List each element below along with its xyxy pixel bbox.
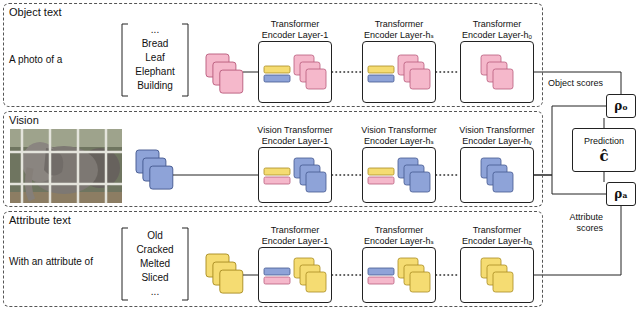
panel-title: Attribute text: [9, 214, 71, 227]
input-line: [173, 175, 258, 176]
token-stack: [481, 258, 513, 292]
prompt-bar: [368, 268, 394, 275]
encoder-layer: Vision Transformer Encoder Layer-hᵥ: [460, 147, 534, 203]
input-line: [243, 275, 258, 276]
prompt-text: A photo of a: [9, 54, 113, 66]
encoder-label: Transformer Encoder Layer-hₐ: [458, 225, 536, 246]
score-symbol: ρₐ: [614, 187, 628, 201]
score-box: ρₒ: [606, 94, 636, 118]
attribute-word: ...: [122, 286, 188, 298]
prompt-bar: [264, 268, 290, 275]
connector: [534, 206, 621, 275]
elephant-photo: [10, 129, 122, 203]
class-word: Bread: [122, 38, 188, 50]
attribute-word: Sliced: [122, 272, 188, 284]
input-line: [243, 72, 258, 73]
connector: [332, 71, 362, 73]
token-stack: [206, 54, 243, 93]
encoder-layer: Transformer Encoder Layer-hₒ: [460, 41, 534, 103]
prompt-bar: [264, 66, 290, 73]
connector: [534, 175, 606, 194]
class-word: Building: [122, 80, 188, 92]
list-bracket: [182, 228, 188, 300]
prompt-bar: [368, 177, 394, 184]
connector: [332, 174, 362, 176]
encoder-layer: Transformer Encoder Layer-1: [258, 41, 332, 103]
prediction-label: Prediction: [584, 136, 624, 147]
token-stack: [481, 55, 513, 89]
encoder-layer: Transformer Encoder Layer-hₐ: [460, 247, 534, 303]
connector: [534, 72, 621, 94]
score-label: Attribute scores: [543, 212, 603, 234]
attribute-word: Melted: [122, 258, 188, 270]
token-stack: [294, 55, 326, 89]
token-stack: [481, 158, 513, 192]
encoder-layer: Transformer Encoder Layer-hₛ: [362, 247, 436, 303]
encoder-label: Transformer Encoder Layer-1: [256, 19, 334, 40]
prompt-bar: [368, 168, 394, 175]
encoder-label: Transformer Encoder Layer-hₒ: [458, 19, 536, 40]
encoder-layer: Vision Transformer Encoder Layer-1: [258, 147, 332, 203]
panel: VisionVision Transformer Encoder Layer-1…: [3, 111, 543, 207]
score-label: Object scores: [543, 78, 603, 89]
token-stack: [294, 258, 326, 292]
panel-title: Object text: [9, 6, 62, 19]
token-stack: [398, 258, 430, 292]
panel-title: Vision: [9, 114, 39, 127]
prompt-bar: [264, 177, 290, 184]
encoder-layer: Transformer Encoder Layer-1: [258, 247, 332, 303]
connector: [332, 274, 362, 276]
prompt-bar: [264, 75, 290, 82]
prompt-bar: [264, 168, 290, 175]
prediction-box: Predictionĉ: [572, 128, 636, 172]
class-word: ...: [122, 24, 188, 36]
encoder-layer: Vision Transformer Encoder Layer-hₛ: [362, 147, 436, 203]
score-symbol: ρₒ: [614, 99, 628, 113]
token-stack: [398, 158, 430, 192]
panel: Object textTransformer Encoder Layer-1Tr…: [3, 3, 543, 107]
connector: [436, 71, 460, 73]
list-bracket: [122, 228, 128, 300]
score-box: ρₐ: [606, 182, 636, 206]
token-stack: [136, 150, 173, 189]
prompt-bar: [368, 66, 394, 73]
prompt-bar: [264, 277, 290, 284]
encoder-label: Transformer Encoder Layer-hₛ: [360, 19, 438, 40]
encoder-label: Vision Transformer Encoder Layer-hᵥ: [454, 125, 540, 146]
encoder-label: Transformer Encoder Layer-hₛ: [360, 225, 438, 246]
attribute-word: Old: [122, 230, 188, 242]
prompt-bar: [368, 75, 394, 82]
encoder-label: Vision Transformer Encoder Layer-1: [252, 125, 338, 146]
connector: [436, 174, 460, 176]
attribute-word: Cracked: [122, 244, 188, 256]
connector: [436, 274, 460, 276]
encoder-layer: Transformer Encoder Layer-hₛ: [362, 41, 436, 103]
token-stack: [294, 158, 326, 192]
prediction-symbol: ĉ: [599, 147, 608, 165]
encoder-label: Transformer Encoder Layer-1: [256, 225, 334, 246]
connector: [604, 172, 605, 182]
encoder-label: Vision Transformer Encoder Layer-hₛ: [356, 125, 442, 146]
list-bracket: [182, 24, 188, 96]
class-word: Elephant: [122, 66, 188, 78]
list-bracket: [122, 24, 128, 96]
token-stack: [206, 254, 243, 293]
class-word: Leaf: [122, 52, 188, 64]
connector: [604, 118, 605, 128]
prompt-bar: [368, 277, 394, 284]
prompt-text: With an attribute of: [9, 256, 117, 268]
token-stack: [398, 55, 430, 89]
